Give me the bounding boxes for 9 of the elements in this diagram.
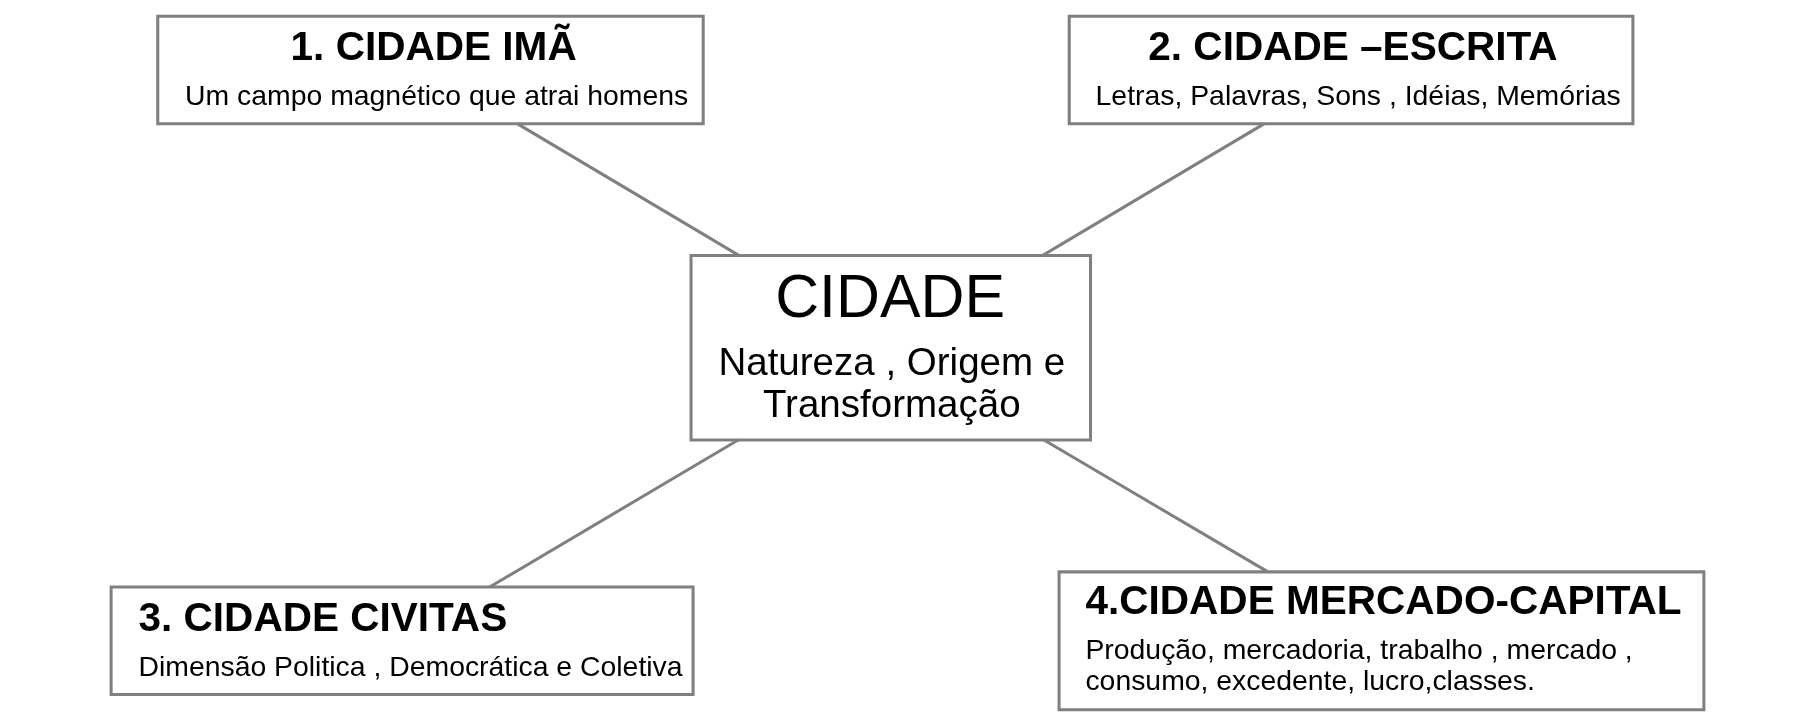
connector [1041, 122, 1265, 257]
connector [1042, 438, 1268, 573]
connector [516, 122, 740, 257]
node-box: 3. CIDADE CIVITAS Dimensão Politica , Democrática e Coletiva [109, 585, 695, 697]
node-box: CIDADE Natureza , Origem e Transformação [689, 254, 1092, 442]
connector [488, 438, 739, 589]
node-box: 1. CIDADE IMÃ Um campo magnético que atrai homens [155, 14, 705, 126]
node-box: 2. CIDADE –ESCRITA Letras, Palavras, Sons , Idéias, Memórias [1067, 14, 1634, 126]
node-box: 4.CIDADE MERCADO-CAPITAL Produção, mercadoria, trabalho , mercado , consumo, excedente, lucro,classes. [1057, 570, 1705, 712]
